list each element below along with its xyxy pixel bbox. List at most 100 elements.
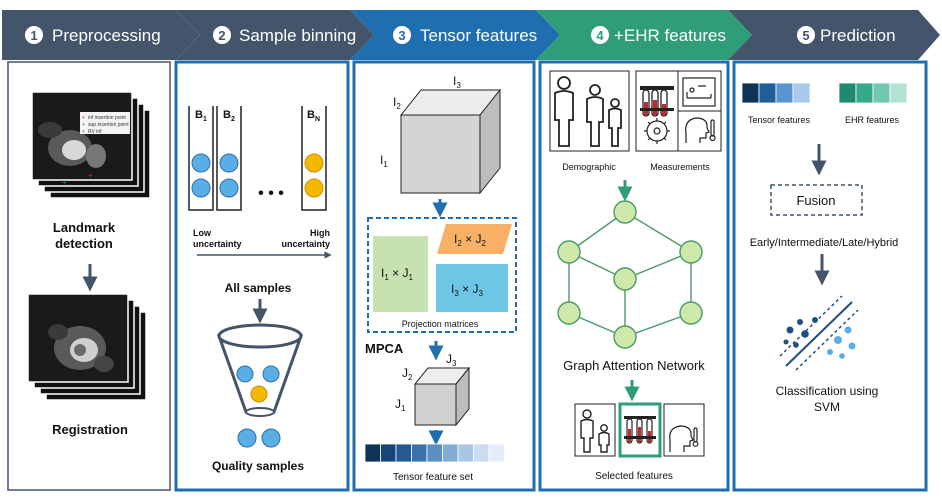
step-3-header: 3 Tensor features [350,10,560,60]
feature-cell [395,443,412,463]
step-2-label: Sample binning [239,26,356,45]
feature-cell [457,443,474,463]
legend-item-3: RV inf [88,129,102,135]
fusion-label: Fusion [796,193,835,208]
selected-features-box [574,402,705,458]
input-tensor-cube [399,88,502,195]
test-tubes-icon [640,86,674,117]
landmark-label-line2: detection [55,236,113,251]
bin-2-label: B2 [223,109,235,123]
tensor-feature-cell [792,82,811,104]
svg-text:+: + [82,122,85,128]
dim-j2: J2 [402,366,413,382]
svg-text:2: 2 [218,28,225,43]
low-uncertainty-line2: uncertainty [193,239,242,249]
panel-3-border [352,60,536,492]
step-1-header: 1 Preprocessing [2,10,200,60]
funnel-icon [216,323,304,417]
feature-cell [488,443,505,463]
svg-text:5: 5 [802,28,809,43]
bin-1-label: B1 [195,109,207,123]
tensor-features-label: Tensor features [748,115,811,125]
measurements-label: Measurements [650,162,710,172]
ehr-feature-cell [889,82,908,104]
legend-marker-1: + [82,115,85,121]
panel-5-border [732,60,928,492]
matrix-3-label: I3 × J3 [451,282,483,298]
tensor-panel: I3 I2 I1 I1 × J1 I2 × J2 I3 × J3 Project… [364,74,517,483]
ellipsis-dots: • • • [258,185,284,202]
low-uncertainty-line1: Low [193,228,212,238]
fusion-box [770,184,863,216]
core-tensor-cube [413,366,471,427]
sample-dot-blue [191,178,211,198]
dim-j3: J3 [446,352,457,368]
mpca-label: MPCA [365,341,404,356]
tensor-feature-set-bar [364,443,505,463]
tensor-feature-cell [741,82,760,104]
dim-i2: I2 [393,95,401,111]
step-5-label: Prediction [820,26,896,45]
legend-item-1: inf insertion point [88,115,126,121]
ehr-features-label: EHR features [845,115,900,125]
bin-n-label: BN [307,109,320,123]
graph-node [679,240,703,264]
step-2-header: 2 Sample binning [176,10,374,60]
step-4-header: 4 +EHR features [536,10,752,60]
projection-matrix-1 [373,236,428,312]
fusion-types-label: Early/Intermediate/Late/Hybrid [750,237,899,249]
bin-1 [188,106,214,211]
tensor-feature-set-label: Tensor feature set [393,472,473,483]
high-uncertainty-line2: uncertainty [281,239,330,249]
registration-label: Registration [52,422,128,437]
family-icon [554,76,622,147]
tensor-features-swatch [741,82,811,104]
head-thermometer-icon [685,117,716,143]
gat-label: Graph Attention Network [563,358,705,373]
sample-dot-blue [219,178,239,198]
step-5-header: 5 Prediction [728,10,940,60]
feature-cell [411,443,428,463]
ehr-panel: Demographic Measurements [549,70,722,482]
svg-text:3: 3 [398,28,405,43]
tensor-feature-cell [775,82,794,104]
projection-matrix-3 [436,264,508,312]
binning-panel: B1 B2 BN • • • Low uncertainty High unce… [188,106,332,473]
landmark-label-line1: Landmark [53,220,116,235]
sample-dot-yellow [304,153,324,173]
preprocessing-panel: + inf insertion point + sup insertion po… [27,91,151,437]
dim-j1: J1 [395,397,406,413]
sample-dot-blue [219,153,239,173]
bin-n [301,106,327,211]
prediction-panel: Tensor features EHR features Fusion Earl… [741,82,908,414]
svm-label: SVM [814,400,840,414]
step-4-label: +EHR features [614,26,726,45]
panel-1-border [7,61,171,491]
sample-dot-yellow [304,178,324,198]
svg-text:1: 1 [30,28,37,43]
svg-text:+: + [88,171,93,180]
ehr-feature-cell [855,82,874,104]
projection-matrix-2 [437,224,512,254]
high-uncertainty-line1: High [310,228,330,238]
mri-stack-registration [27,293,147,401]
bin-2 [216,106,242,211]
header-bar: 1 Preprocessing 2 Sample binning 3 Tenso… [2,10,940,60]
matrix-2-label: I2 × J2 [454,232,486,248]
sample-dot-blue [191,153,211,173]
projection-matrices-label: Projection matrices [402,319,479,329]
ehr-features-swatch [838,82,908,104]
quality-sample-dot [261,428,281,448]
graph-attention-network [557,200,703,349]
step-3-label: Tensor features [420,26,537,45]
dim-i1: I1 [380,153,388,169]
quality-sample-dot [237,428,257,448]
graph-node [557,301,581,325]
selected-features-label: Selected features [595,471,673,482]
panel-2-border [174,60,350,492]
svg-text:4: 4 [596,28,604,43]
feature-cell [380,443,397,463]
projection-matrices-box [367,217,517,333]
demographic-label: Demographic [562,162,616,172]
